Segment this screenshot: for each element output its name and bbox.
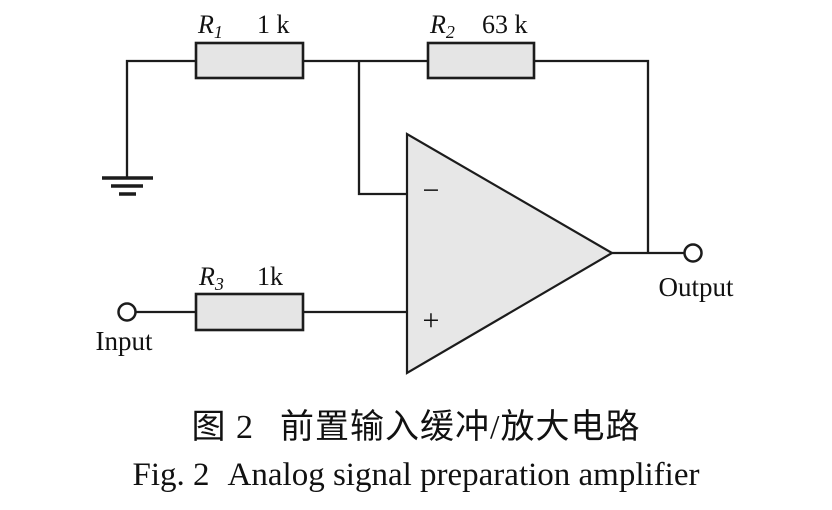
output-label: Output [658,272,734,302]
resistor-r3-value: 1k [257,262,283,291]
wire-feedback [534,59,650,253]
r2-ref-sub: 2 [446,22,455,42]
r2-ref: R [429,10,446,39]
resistor-r2-label: R2 [429,10,455,42]
input-terminal [117,302,137,322]
output-terminal [683,243,703,263]
resistor-r2-value: 63 k [482,10,528,39]
resistor-r3-body [194,292,305,332]
wires [125,59,684,314]
resistor-r1-label: R1 [197,10,223,42]
input-label: Input [96,326,153,356]
opamp-noninverting-sign: + [423,304,440,337]
caption-en-title: Analog signal preparation amplifier [227,457,700,493]
caption-zh-figure-number: 图 2 [191,409,255,446]
resistor-r3-label: R3 [198,262,224,294]
r1-ref: R [197,10,214,39]
opamp-inverting-sign: − [423,174,440,207]
opamp-triangle [405,132,615,375]
r3-ref: R [198,262,215,291]
caption-zh: 图 2 前置输入缓冲/放大电路 [0,399,832,448]
caption-en-figure-number: Fig. 2 [132,457,210,493]
resistor-r1-body [194,41,305,80]
r1-ref-sub: 1 [214,22,223,42]
wire-inverting-input [357,61,406,196]
caption-zh-title: 前置输入缓冲/放大电路 [280,409,641,446]
wire-r1-to-ground [125,59,196,178]
ground-symbol [102,176,153,196]
caption-en: Fig. 2 Analog signal preparation amplifie… [0,457,832,494]
r3-ref-sub: 3 [214,274,224,294]
resistor-r1-value: 1 k [257,10,290,39]
opamp-circuit-diagram: − + R1 1 k R2 63 k R3 1k Input Output [96,10,734,375]
resistor-r2-body [426,41,536,80]
